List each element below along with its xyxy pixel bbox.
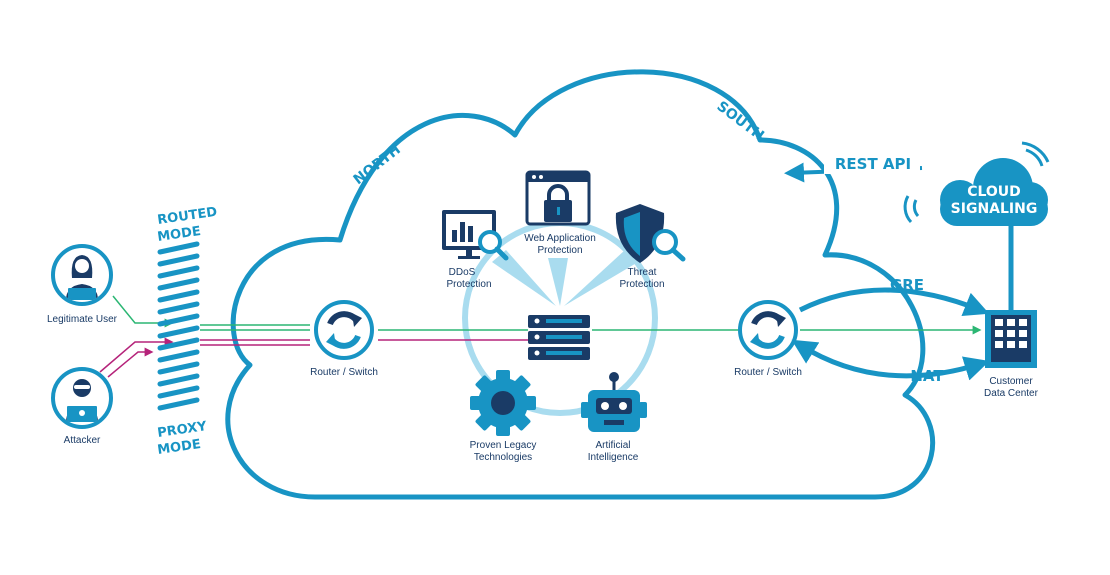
threat-label-2: Protection xyxy=(619,279,664,290)
legacy-label-1: Proven Legacy xyxy=(470,440,537,451)
data-center-label-1: Customer xyxy=(989,376,1033,387)
gear-icon xyxy=(470,370,536,436)
legacy-label-2: Technologies xyxy=(474,452,532,463)
beam-threat xyxy=(564,250,638,306)
gre-arrow xyxy=(798,287,990,317)
cloud-outline xyxy=(225,69,936,500)
data-center-label-2: Data Center xyxy=(984,388,1039,399)
ai-label-1: Artificial xyxy=(595,440,630,451)
server-icon xyxy=(528,315,590,360)
proxy-mode-label-1: PROXY xyxy=(156,419,208,441)
routed-mode-label-1: ROUTED xyxy=(156,205,218,228)
mode-bars xyxy=(157,241,200,411)
threat-label-1: Threat xyxy=(628,267,657,278)
attacker-label: Attacker xyxy=(64,435,101,446)
ddos-label-2: Protection xyxy=(446,279,491,290)
threat-protection-icon xyxy=(615,204,686,263)
rest-api-label: REST API xyxy=(835,155,911,173)
attacker-icon xyxy=(51,367,113,429)
attack-traffic-line xyxy=(99,337,174,373)
ai-label-2: Intelligence xyxy=(588,452,639,463)
waf-label-1: Web Application xyxy=(524,233,596,244)
legitimate-user-label: Legitimate User xyxy=(47,314,118,325)
cloud-signaling-label-1: CLOUD xyxy=(967,184,1021,200)
left-router-label: Router / Switch xyxy=(310,367,378,378)
ddos-protection-icon xyxy=(442,210,509,261)
right-router-icon xyxy=(738,300,798,360)
north-label: NORTH xyxy=(351,142,404,188)
cloud-signaling-label-2: SIGNALING xyxy=(951,201,1038,217)
right-router-label: Router / Switch xyxy=(734,367,802,378)
waf-label-2: Protection xyxy=(537,245,582,256)
robot-icon xyxy=(581,372,647,432)
web-application-protection-icon xyxy=(525,170,591,226)
cloud-signaling-icon xyxy=(903,141,1050,226)
nat-arrow xyxy=(791,339,990,381)
routed-mode-label-2: MODE xyxy=(156,224,201,245)
ddos-label-1: DDoS xyxy=(449,267,476,278)
left-router-icon xyxy=(314,300,374,360)
gre-label: GRE xyxy=(890,276,924,294)
legitimate-user-icon xyxy=(51,244,113,306)
nat-label: NAT xyxy=(910,367,944,385)
beam-ddos xyxy=(492,250,556,306)
proxy-mode-label-2: MODE xyxy=(156,437,201,458)
data-center-icon xyxy=(985,310,1037,368)
beam-waf xyxy=(548,258,568,306)
